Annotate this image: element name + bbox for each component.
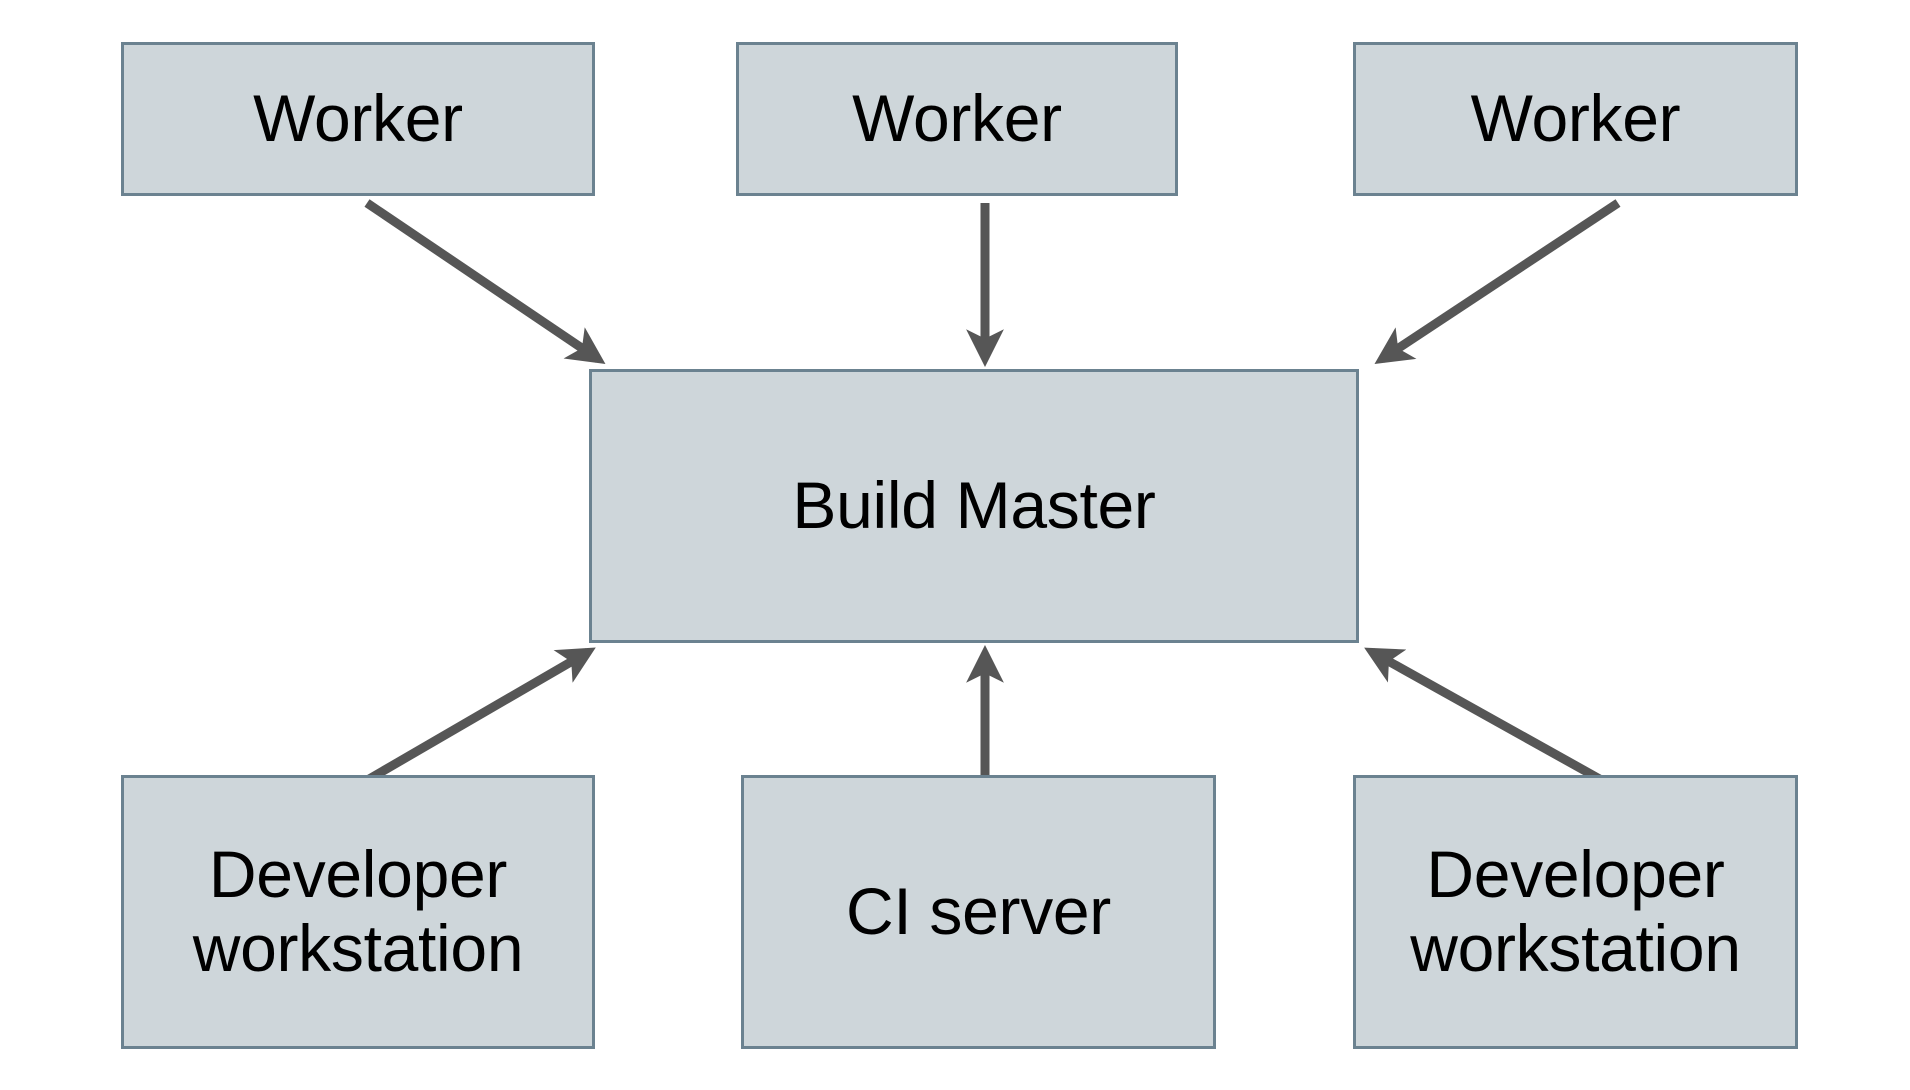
node-build-master-label: Build Master	[792, 468, 1156, 543]
node-build-master[interactable]: Build Master	[589, 369, 1359, 643]
node-developer-workstation-left-label: Developer workstation	[192, 837, 524, 985]
edge-worker3-to-master	[1374, 199, 1621, 364]
node-worker-2-label: Worker	[852, 81, 1062, 156]
edge-worker1-to-master	[364, 199, 606, 365]
node-worker-1-label: Worker	[253, 81, 463, 156]
node-developer-workstation-right-label: Developer workstation	[1410, 837, 1741, 985]
node-ci-server-label: CI server	[845, 874, 1111, 949]
node-worker-3-label: Worker	[1470, 81, 1681, 156]
node-worker-1[interactable]: Worker	[121, 42, 595, 196]
node-worker-3[interactable]: Worker	[1353, 42, 1798, 196]
node-developer-workstation-left[interactable]: Developer workstation	[121, 775, 595, 1049]
edge-devright-to-master	[1364, 647, 1608, 786]
edge-devleft-to-master	[361, 647, 596, 786]
node-ci-server[interactable]: CI server	[741, 775, 1216, 1049]
node-worker-2[interactable]: Worker	[736, 42, 1178, 196]
node-developer-workstation-right[interactable]: Developer workstation	[1353, 775, 1798, 1049]
